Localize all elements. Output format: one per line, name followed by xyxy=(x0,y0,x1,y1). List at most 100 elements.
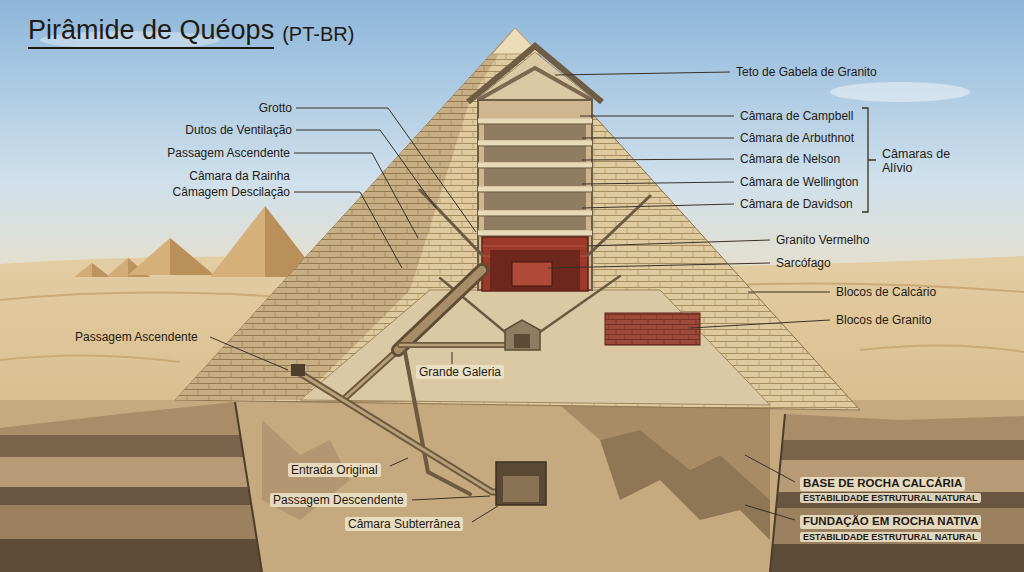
leader-line xyxy=(548,263,770,268)
leader-line xyxy=(586,240,770,246)
relieving-chamber xyxy=(484,146,586,162)
rock-strata xyxy=(0,395,300,572)
leader-line xyxy=(555,72,730,75)
part-label: Passagem Ascendente xyxy=(75,330,198,344)
subterranean-chamber-interior xyxy=(503,476,539,502)
part-label: Câmaras de Alívio xyxy=(882,147,960,176)
distant-pyramid xyxy=(128,238,214,275)
queens-chamber-niche xyxy=(514,334,530,348)
relieving-chamber xyxy=(484,216,586,230)
pyramid-face xyxy=(175,28,860,410)
granite-blocks xyxy=(605,313,700,345)
leader-line xyxy=(582,182,734,184)
stratum xyxy=(0,487,300,505)
part-label: Câmara de Campbell xyxy=(740,109,853,123)
bracket xyxy=(862,108,876,212)
leader-line xyxy=(582,159,734,160)
title: Pirâmide de Quéops xyxy=(28,14,274,49)
distant-pyramid xyxy=(74,263,110,277)
stratum xyxy=(0,435,300,457)
leader-lines xyxy=(210,72,876,522)
rock-strata xyxy=(760,405,1024,572)
part-label: Câmara de Wellington xyxy=(740,175,859,189)
sky xyxy=(0,0,1024,300)
relieving-chamber xyxy=(484,124,586,140)
leader-line xyxy=(412,496,490,500)
leader-line xyxy=(210,337,288,370)
stratum xyxy=(760,508,1024,544)
part-label: Blocos de Granito xyxy=(836,313,931,327)
leader-line xyxy=(294,192,402,268)
part-label: Câmara de Nelson xyxy=(740,152,840,166)
stratum xyxy=(0,539,300,572)
stratum xyxy=(760,440,1024,460)
leader-line xyxy=(296,108,476,232)
gable-roof xyxy=(478,68,592,100)
passage-interior xyxy=(400,344,505,347)
part-label: Câmagem Descilação xyxy=(173,185,290,199)
entrance xyxy=(291,364,305,376)
cut-plane xyxy=(300,52,770,405)
gallery-interior xyxy=(398,270,482,350)
part-label: Grande Galeria xyxy=(416,365,504,379)
part-label: Sarcófago xyxy=(776,256,831,270)
leader-line xyxy=(582,204,734,208)
subterranean-chamber xyxy=(496,462,546,505)
cut-edge xyxy=(235,402,785,572)
leader-line xyxy=(580,116,734,117)
stratum xyxy=(760,544,1024,572)
leader-line xyxy=(472,506,498,522)
part-label: Entrada Original xyxy=(288,463,381,477)
sarcophagus xyxy=(512,262,552,286)
leader-line xyxy=(296,130,436,208)
part-label: Câmara de Davidson xyxy=(740,197,853,211)
kings-chamber xyxy=(482,237,588,291)
distant-pyramid-shade xyxy=(92,263,110,277)
beam-edge xyxy=(478,124,592,236)
grand-gallery xyxy=(398,270,482,350)
chamber-column xyxy=(478,100,592,290)
granite-joint xyxy=(482,246,588,256)
stratum xyxy=(0,457,300,487)
stratum xyxy=(760,405,1024,440)
queens-chamber xyxy=(505,320,540,350)
horizontal-passage xyxy=(400,342,505,348)
part-label: Câmara Subterrânea xyxy=(345,517,463,531)
passage-interior xyxy=(345,350,398,398)
ground-label: BASE DE ROCHA CALCÁRIA xyxy=(800,477,965,491)
ground-label: ESTABILIDADE ESTRUTURAL NATURAL xyxy=(800,493,981,504)
kings-chamber-interior xyxy=(490,250,580,290)
stratum xyxy=(760,460,1024,492)
leader-line xyxy=(745,455,795,482)
leader-line xyxy=(745,505,795,520)
rock-face xyxy=(600,430,770,540)
part-label: Câmara de Arbuthnot xyxy=(740,131,854,145)
gable-roof xyxy=(468,46,602,102)
distant-pyramid-shade xyxy=(170,238,214,275)
leader-line xyxy=(294,153,418,238)
relieving-chamber xyxy=(484,192,586,210)
passages xyxy=(298,190,650,494)
stratum xyxy=(760,492,1024,508)
leader-line xyxy=(748,292,830,293)
leader-line xyxy=(390,458,408,466)
part-label: Teto de Gabela de Granito xyxy=(736,65,877,79)
ascending-passage xyxy=(345,350,398,398)
part-label: Dutos de Ventilação xyxy=(185,123,292,137)
part-label: Grotto xyxy=(259,101,292,115)
ground-label: ESTABILIDADE ESTRUTURAL NATURAL xyxy=(800,532,981,543)
title-suffix: (PT-BR) xyxy=(282,22,354,46)
cloud xyxy=(830,82,970,102)
leader-line xyxy=(582,138,734,139)
relieving-chamber xyxy=(484,168,586,186)
ground-label: FUNDAÇÃO EM ROCHA NATIVA xyxy=(800,515,981,529)
part-label: Granito Vermelho xyxy=(776,233,869,247)
part-label: Passagem Descendente xyxy=(270,493,407,507)
part-label: Blocos de Calcário xyxy=(836,285,936,299)
leader-line xyxy=(452,352,453,364)
part-label: Passagem Ascendente xyxy=(167,146,290,160)
part-label: Câmara da Rainha xyxy=(189,169,290,183)
leader-line xyxy=(690,320,830,328)
pyramid-shaded-face xyxy=(175,28,515,400)
